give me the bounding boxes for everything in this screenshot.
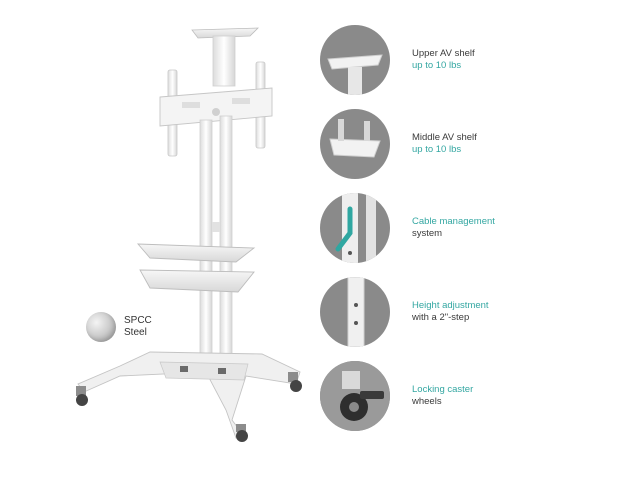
material-line2: Steel bbox=[124, 327, 147, 338]
middle-shelf-2 bbox=[139, 269, 255, 293]
upper-shelf-post bbox=[212, 35, 236, 87]
right-column bbox=[219, 115, 233, 361]
feature-upper-shelf: Upper AV shelf up to 10 lbs bbox=[320, 24, 600, 96]
caster-wheel-left bbox=[76, 386, 88, 406]
caster-wheel-right bbox=[288, 372, 302, 392]
feature-detail: wheels bbox=[412, 396, 442, 407]
material-line1: SPCC bbox=[124, 315, 152, 326]
upper-shelf bbox=[191, 27, 259, 39]
feature-title: Upper AV shelf bbox=[412, 48, 475, 59]
feature-title: Locking caster bbox=[412, 384, 474, 395]
caster-wheel-front bbox=[236, 424, 248, 442]
feature-detail: system bbox=[412, 228, 443, 239]
material-label: SPCC Steel bbox=[124, 315, 152, 339]
feature-title: Height adjustment bbox=[412, 300, 489, 311]
feature-middle-shelf: Middle AV shelf up to 10 lbs bbox=[320, 108, 600, 180]
upper-shelf-icon bbox=[320, 25, 390, 95]
steel-swatch bbox=[86, 312, 116, 342]
feature-detail: up to 10 lbs bbox=[412, 60, 462, 71]
caster-wheel-icon bbox=[320, 361, 390, 431]
feature-height-adjustment: Height adjustment with a 2"-step bbox=[320, 276, 600, 348]
material-callout: SPCC Steel bbox=[86, 312, 152, 342]
feature-title: Cable management bbox=[412, 216, 495, 227]
feature-title: Middle AV shelf bbox=[412, 132, 477, 143]
tv-stand-illustration bbox=[76, 27, 302, 442]
feature-cable-management: Cable management system bbox=[320, 192, 600, 264]
feature-detail: up to 10 lbs bbox=[412, 144, 462, 155]
cable-management-icon bbox=[320, 193, 390, 263]
feature-detail: with a 2"-step bbox=[412, 312, 470, 323]
feature-locking-casters: Locking caster wheels bbox=[320, 360, 600, 432]
vesa-mount bbox=[159, 87, 273, 127]
middle-shelf-icon bbox=[320, 109, 390, 179]
height-adjustment-icon bbox=[320, 277, 390, 347]
left-column bbox=[199, 119, 213, 361]
middle-shelf-1 bbox=[136, 243, 256, 263]
